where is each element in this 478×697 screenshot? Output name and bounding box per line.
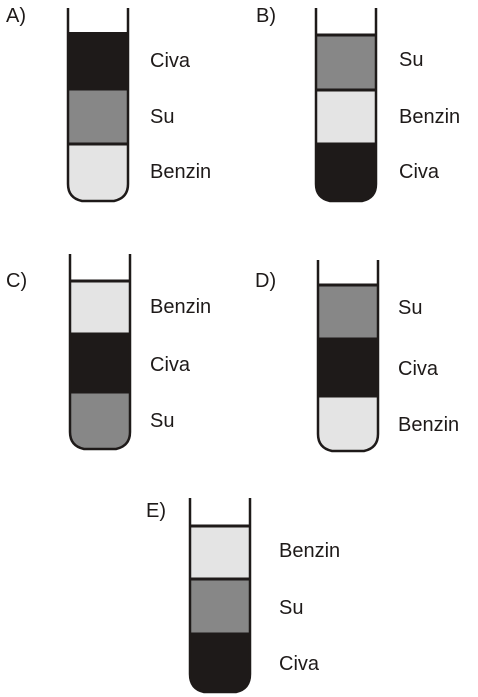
option-e: E) Benzin Su Civa: [146, 498, 340, 694]
option-a-letter: A): [6, 5, 26, 27]
option-b-label-1: Su: [399, 49, 423, 71]
option-d-tube: [316, 260, 380, 453]
option-b: B) Su Benzin Civa: [256, 5, 460, 203]
option-d-label-1: Su: [398, 297, 422, 319]
option-e-label-1: Benzin: [279, 540, 340, 562]
option-e-label-2: Su: [279, 597, 303, 619]
option-c-label-1: Benzin: [150, 296, 211, 318]
option-c-letter: C): [6, 270, 27, 292]
option-a-layer-1: [68, 32, 128, 89]
option-b-label-2: Benzin: [399, 106, 460, 128]
option-c-layer-1: [70, 281, 130, 334]
option-b-label-3: Civa: [399, 161, 440, 183]
option-c-layer-3: [70, 392, 130, 449]
option-a-label-3: Benzin: [150, 161, 211, 183]
option-d-layer-2: [318, 339, 378, 396]
option-a-tube: [66, 8, 130, 203]
option-b-tube: [314, 8, 378, 203]
option-c-layer-2: [70, 334, 130, 392]
option-e-letter: E): [146, 500, 166, 522]
option-c: C) Benzin Civa Su: [6, 254, 211, 451]
option-e-label-3: Civa: [279, 653, 320, 675]
option-d: D) Su Civa Benzin: [255, 260, 459, 453]
option-d-layer-1: [318, 285, 378, 339]
option-d-letter: D): [255, 270, 276, 292]
option-c-label-3: Su: [150, 410, 174, 432]
option-b-layer-3: [316, 144, 376, 201]
option-d-label-2: Civa: [398, 358, 439, 380]
option-b-layer-2: [316, 90, 376, 144]
option-e-layer-2: [190, 579, 250, 634]
option-e-layer-1: [190, 526, 250, 579]
option-a-layer-2: [68, 89, 128, 144]
option-d-layer-3: [318, 396, 378, 451]
option-a-label-2: Su: [150, 106, 174, 128]
option-e-layer-3: [190, 634, 250, 692]
option-a-layer-3: [68, 144, 128, 201]
option-b-layer-1: [316, 35, 376, 90]
option-c-label-2: Civa: [150, 354, 191, 376]
option-a-label-1: Civa: [150, 50, 191, 72]
option-d-label-3: Benzin: [398, 414, 459, 436]
option-e-tube: [188, 498, 252, 694]
option-c-tube: [68, 254, 132, 451]
option-b-letter: B): [256, 5, 276, 27]
option-a: A) Civa Su Benzin: [6, 5, 211, 203]
